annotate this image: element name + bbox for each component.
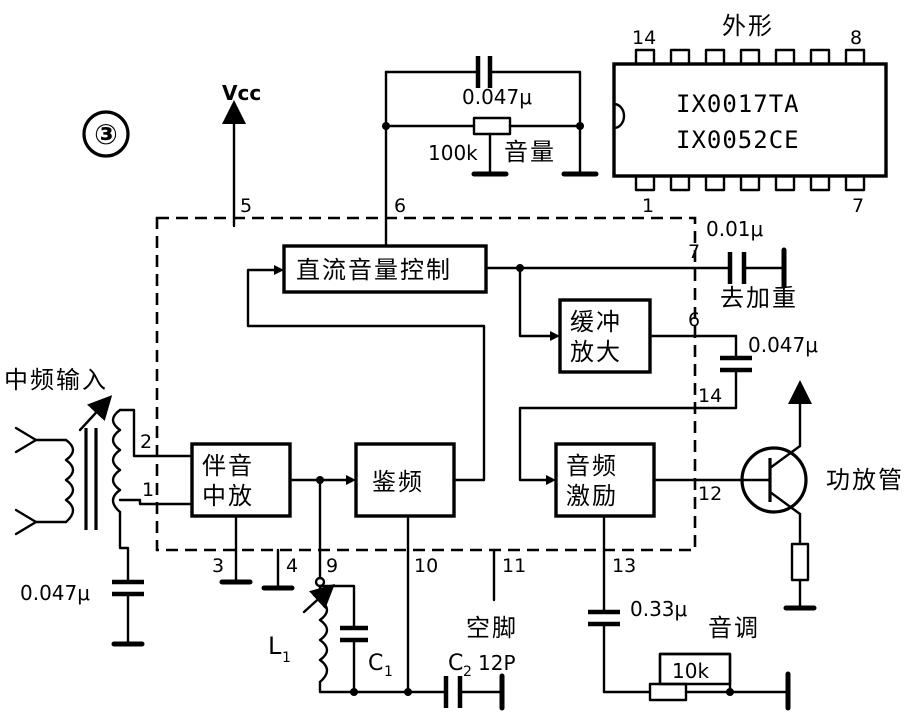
tone-pot-value: 10k [672, 659, 709, 683]
figure-number-circle [82, 110, 130, 158]
package-title: 外形 [722, 12, 774, 40]
dc-volume-label: 直流音量控制 [296, 256, 452, 284]
part-number-2: IX0052CE [676, 126, 800, 154]
ic-notch [612, 102, 626, 130]
coil-sub: 1 [282, 650, 291, 666]
de-emphasis-network: 0.01μ 去加重 [706, 217, 798, 312]
discriminator-tank: 9 L 1 C 1 C 2 12P [268, 478, 516, 711]
nc-pin-label: 空脚 [466, 614, 518, 642]
buffer-label-2: 放大 [570, 338, 622, 366]
volume-network: 0.047μ 100k 音量 [382, 56, 599, 177]
buffer-coupling-cap: 0.047μ [720, 333, 818, 380]
audio-driver-label-2: 激励 [566, 482, 618, 510]
pin-7-label: 7 [688, 241, 700, 263]
pin-12-label: 12 [698, 483, 722, 505]
power-amp-label: 功放管 [826, 466, 904, 494]
if-amp-label-2: 中放 [202, 482, 254, 510]
figure-number: ③ [94, 118, 118, 151]
c1-label: C [368, 651, 383, 676]
cap-input-label: 0.047μ [20, 581, 90, 605]
pin-6-label: 6 [394, 195, 406, 217]
tone-control-network: 13 0.33μ 音调 10k [588, 514, 791, 711]
ic-top-pins [634, 48, 866, 66]
package-pin-8: 8 [850, 27, 862, 49]
package-pin-1: 1 [642, 195, 654, 217]
ic-boundary [155, 216, 697, 552]
if-amp-label-1: 伴音 [202, 452, 254, 480]
volume-pot-value: 100k [428, 141, 478, 165]
c1-sub: 1 [384, 664, 393, 680]
pin-10-label: 10 [414, 555, 438, 577]
volume-pot-name: 音量 [504, 138, 556, 166]
if-input-transformer: 中频输入 2 1 0.047μ [4, 366, 194, 647]
package-pin-14: 14 [632, 27, 656, 49]
de-emphasis-label: 去加重 [720, 284, 798, 312]
pin-1-label: 1 [142, 479, 154, 501]
cap-001-label: 0.01μ [706, 217, 764, 241]
ic-bottom-pins [634, 174, 866, 192]
detector-label: 鉴频 [372, 468, 424, 496]
cap-volume-label: 0.047μ [462, 85, 532, 109]
tone-name-label: 音调 [708, 614, 760, 642]
tone-pot-body [648, 682, 688, 702]
power-transistor: 功放管 [740, 380, 904, 611]
c2-value: 12P [478, 651, 516, 675]
pin-2-label: 2 [140, 431, 152, 453]
pins-10-11: 10 11 空脚 [406, 514, 526, 694]
coil-label: L [268, 632, 282, 660]
block-audio-driver: 音频 激励 [554, 442, 656, 518]
volume-pot-body [472, 116, 512, 136]
pin-11-label: 11 [502, 555, 526, 577]
buffer-label-1: 缓冲 [570, 308, 622, 336]
ic-package-outline: 外形 14 8 1 7 IX0017TA IX0052CE [612, 12, 888, 217]
ic-body [612, 62, 888, 178]
audio-driver-label-1: 音频 [566, 452, 618, 480]
c2-sub: 2 [463, 664, 472, 680]
cap-buffer-label: 0.047μ [748, 333, 818, 357]
internal-wiring [232, 70, 746, 485]
c2-label: C [448, 651, 463, 676]
emitter-resistor [790, 542, 810, 582]
vcc-label: Vcc [222, 81, 261, 105]
coil-l1 [318, 598, 329, 684]
pin-4-label: 4 [286, 555, 298, 577]
if-input-label: 中频输入 [4, 366, 108, 394]
block-buffer-amp: 缓冲 放大 [558, 298, 652, 374]
pin-9-label: 9 [326, 555, 338, 577]
block-if-amp: 伴音 中放 [190, 442, 292, 518]
pin-3-label: 3 [212, 555, 224, 577]
block-detector: 鉴频 [354, 442, 456, 518]
pin-5-label: 5 [240, 195, 252, 217]
part-number-1: IX0017TA [676, 90, 800, 118]
pin-13-label: 13 [612, 555, 636, 577]
pin-6b-label: 6 [688, 309, 700, 331]
block-dc-volume-control: 直流音量控制 [282, 244, 488, 294]
package-pin-7: 7 [852, 195, 864, 217]
pin-14-label: 14 [698, 385, 722, 407]
cap-033-label: 0.33μ [630, 597, 688, 621]
pins-3-4-ground: 3 4 [212, 514, 298, 591]
